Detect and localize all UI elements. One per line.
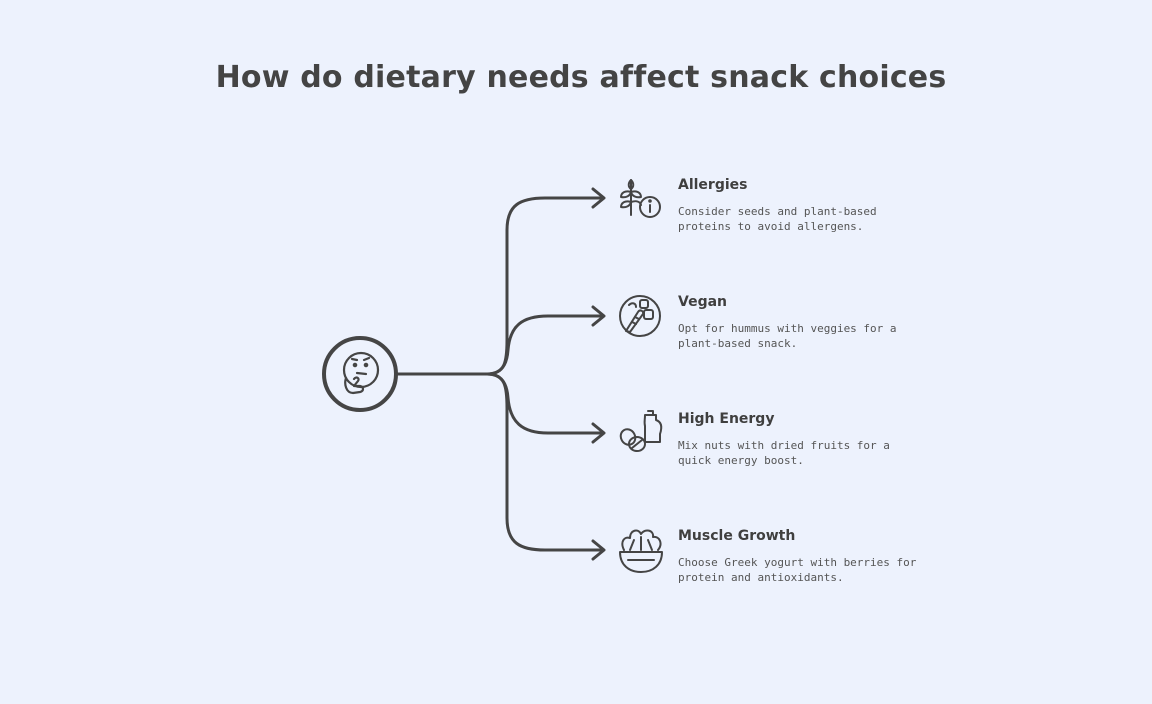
wheat-info-icon xyxy=(620,179,661,218)
arrowhead-high-energy xyxy=(591,422,606,444)
item-description: Opt for hummus with veggies for a plant-… xyxy=(678,322,897,350)
item-description: Mix nuts with dried fruits for a quick e… xyxy=(678,439,890,467)
page-title: How do dietary needs affect snack choice… xyxy=(215,60,947,95)
arrowhead-muscle-growth xyxy=(591,539,606,561)
item-vegan: Vegan Opt for hummus with veggies for a … xyxy=(678,293,928,351)
connector-vegan xyxy=(485,314,605,376)
item-description: Choose Greek yogurt with berries for pro… xyxy=(678,556,917,584)
arrowhead-allergies xyxy=(591,187,606,209)
thinking-face-icon xyxy=(342,351,380,395)
vegetables-circle-icon xyxy=(619,295,661,337)
item-muscle-growth: Muscle Growth Choose Greek yogurt with b… xyxy=(678,527,928,585)
item-title: Allergies xyxy=(678,177,748,193)
nuts-jar-icon xyxy=(619,410,663,452)
connector-muscle-growth xyxy=(485,372,605,552)
connector-allergies xyxy=(485,196,605,376)
item-description: Consider seeds and plant-based proteins … xyxy=(678,205,877,233)
arrowhead-vegan xyxy=(591,305,606,327)
center-node xyxy=(322,336,398,412)
item-allergies: Allergies Consider seeds and plant-based… xyxy=(678,176,928,234)
item-high-energy: High Energy Mix nuts with dried fruits f… xyxy=(678,410,928,468)
item-title: Muscle Growth xyxy=(678,528,796,544)
item-title: Vegan xyxy=(678,294,727,310)
item-title: High Energy xyxy=(678,411,775,427)
salad-bowl-icon xyxy=(619,529,663,573)
